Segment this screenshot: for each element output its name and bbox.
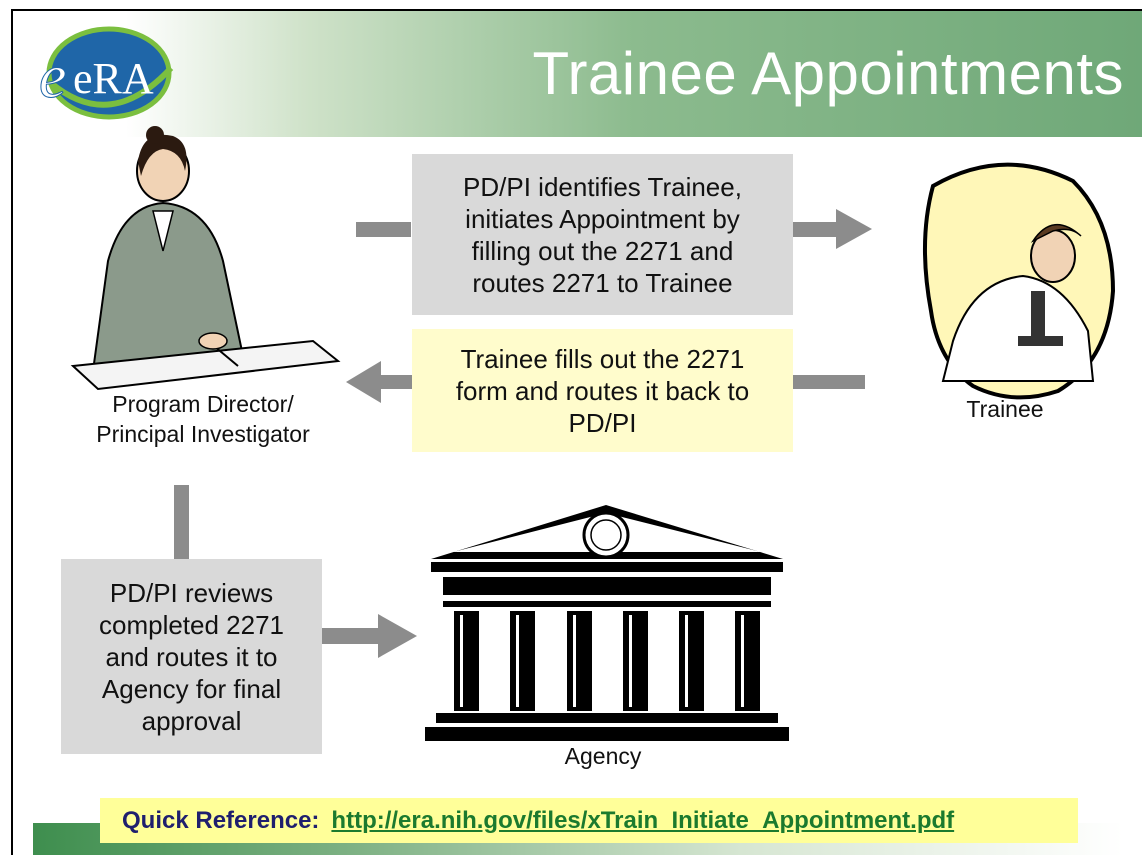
arrow-right-icon (793, 209, 872, 249)
step1-line: routes 2271 to Trainee (472, 267, 733, 298)
quick-reference-bar: Quick Reference: http://era.nih.gov/file… (100, 798, 1078, 843)
slide-frame: e eRA Trainee Appointments (11, 9, 1142, 855)
step3-line: completed 2271 (98, 609, 285, 640)
agency-building-icon (425, 505, 789, 741)
quick-reference-label: Quick Reference: (122, 806, 320, 834)
step2-box: Trainee fills out the 2271 form and rout… (412, 329, 793, 452)
connector-pd-to-step1 (356, 222, 411, 237)
program-director-clipart (70, 126, 341, 391)
pd-label-line1: Program Director/ (112, 391, 294, 417)
era-logo-text: eRA (73, 54, 154, 103)
step3-line: Agency for final (101, 673, 282, 704)
trainee-label: Trainee (966, 396, 1044, 422)
arrow-right-icon (322, 614, 417, 658)
step1-line: filling out the 2271 and (471, 235, 734, 266)
step2-line: Trainee fills out the 2271 (460, 343, 745, 374)
connector-trainee-to-step2 (793, 375, 865, 389)
pd-label-line2: Principal Investigator (96, 421, 310, 447)
step3-line: and routes it to (105, 641, 278, 672)
diagram-art (70, 126, 1116, 741)
page-title: Trainee Appointments (532, 40, 1124, 107)
step3-box: PD/PI reviews completed 2271 and routes … (61, 559, 322, 754)
connector-pd-to-step3 (174, 485, 189, 559)
program-director-label: Program Director/ Principal Investigator (53, 389, 353, 449)
quick-reference-link[interactable]: http://era.nih.gov/files/xTrain_Initiate… (331, 806, 955, 834)
svg-text:e: e (39, 43, 67, 111)
step3-line: approval (141, 705, 242, 736)
step1-line: initiates Appointment by (465, 203, 740, 234)
title-banner (13, 11, 1142, 137)
step2-line: form and routes it back to (455, 375, 750, 406)
step3-line: PD/PI reviews (109, 577, 274, 608)
step1-box: PD/PI identifies Trainee, initiates Appo… (412, 154, 793, 315)
era-logo-icon: e eRA (39, 26, 174, 120)
agency-label: Agency (564, 743, 642, 769)
arrow-left-icon (346, 361, 412, 403)
trainee-scientist-clipart (923, 162, 1116, 400)
step1-line: PD/PI identifies Trainee, (463, 171, 742, 202)
step2-line: PD/PI (568, 407, 637, 438)
